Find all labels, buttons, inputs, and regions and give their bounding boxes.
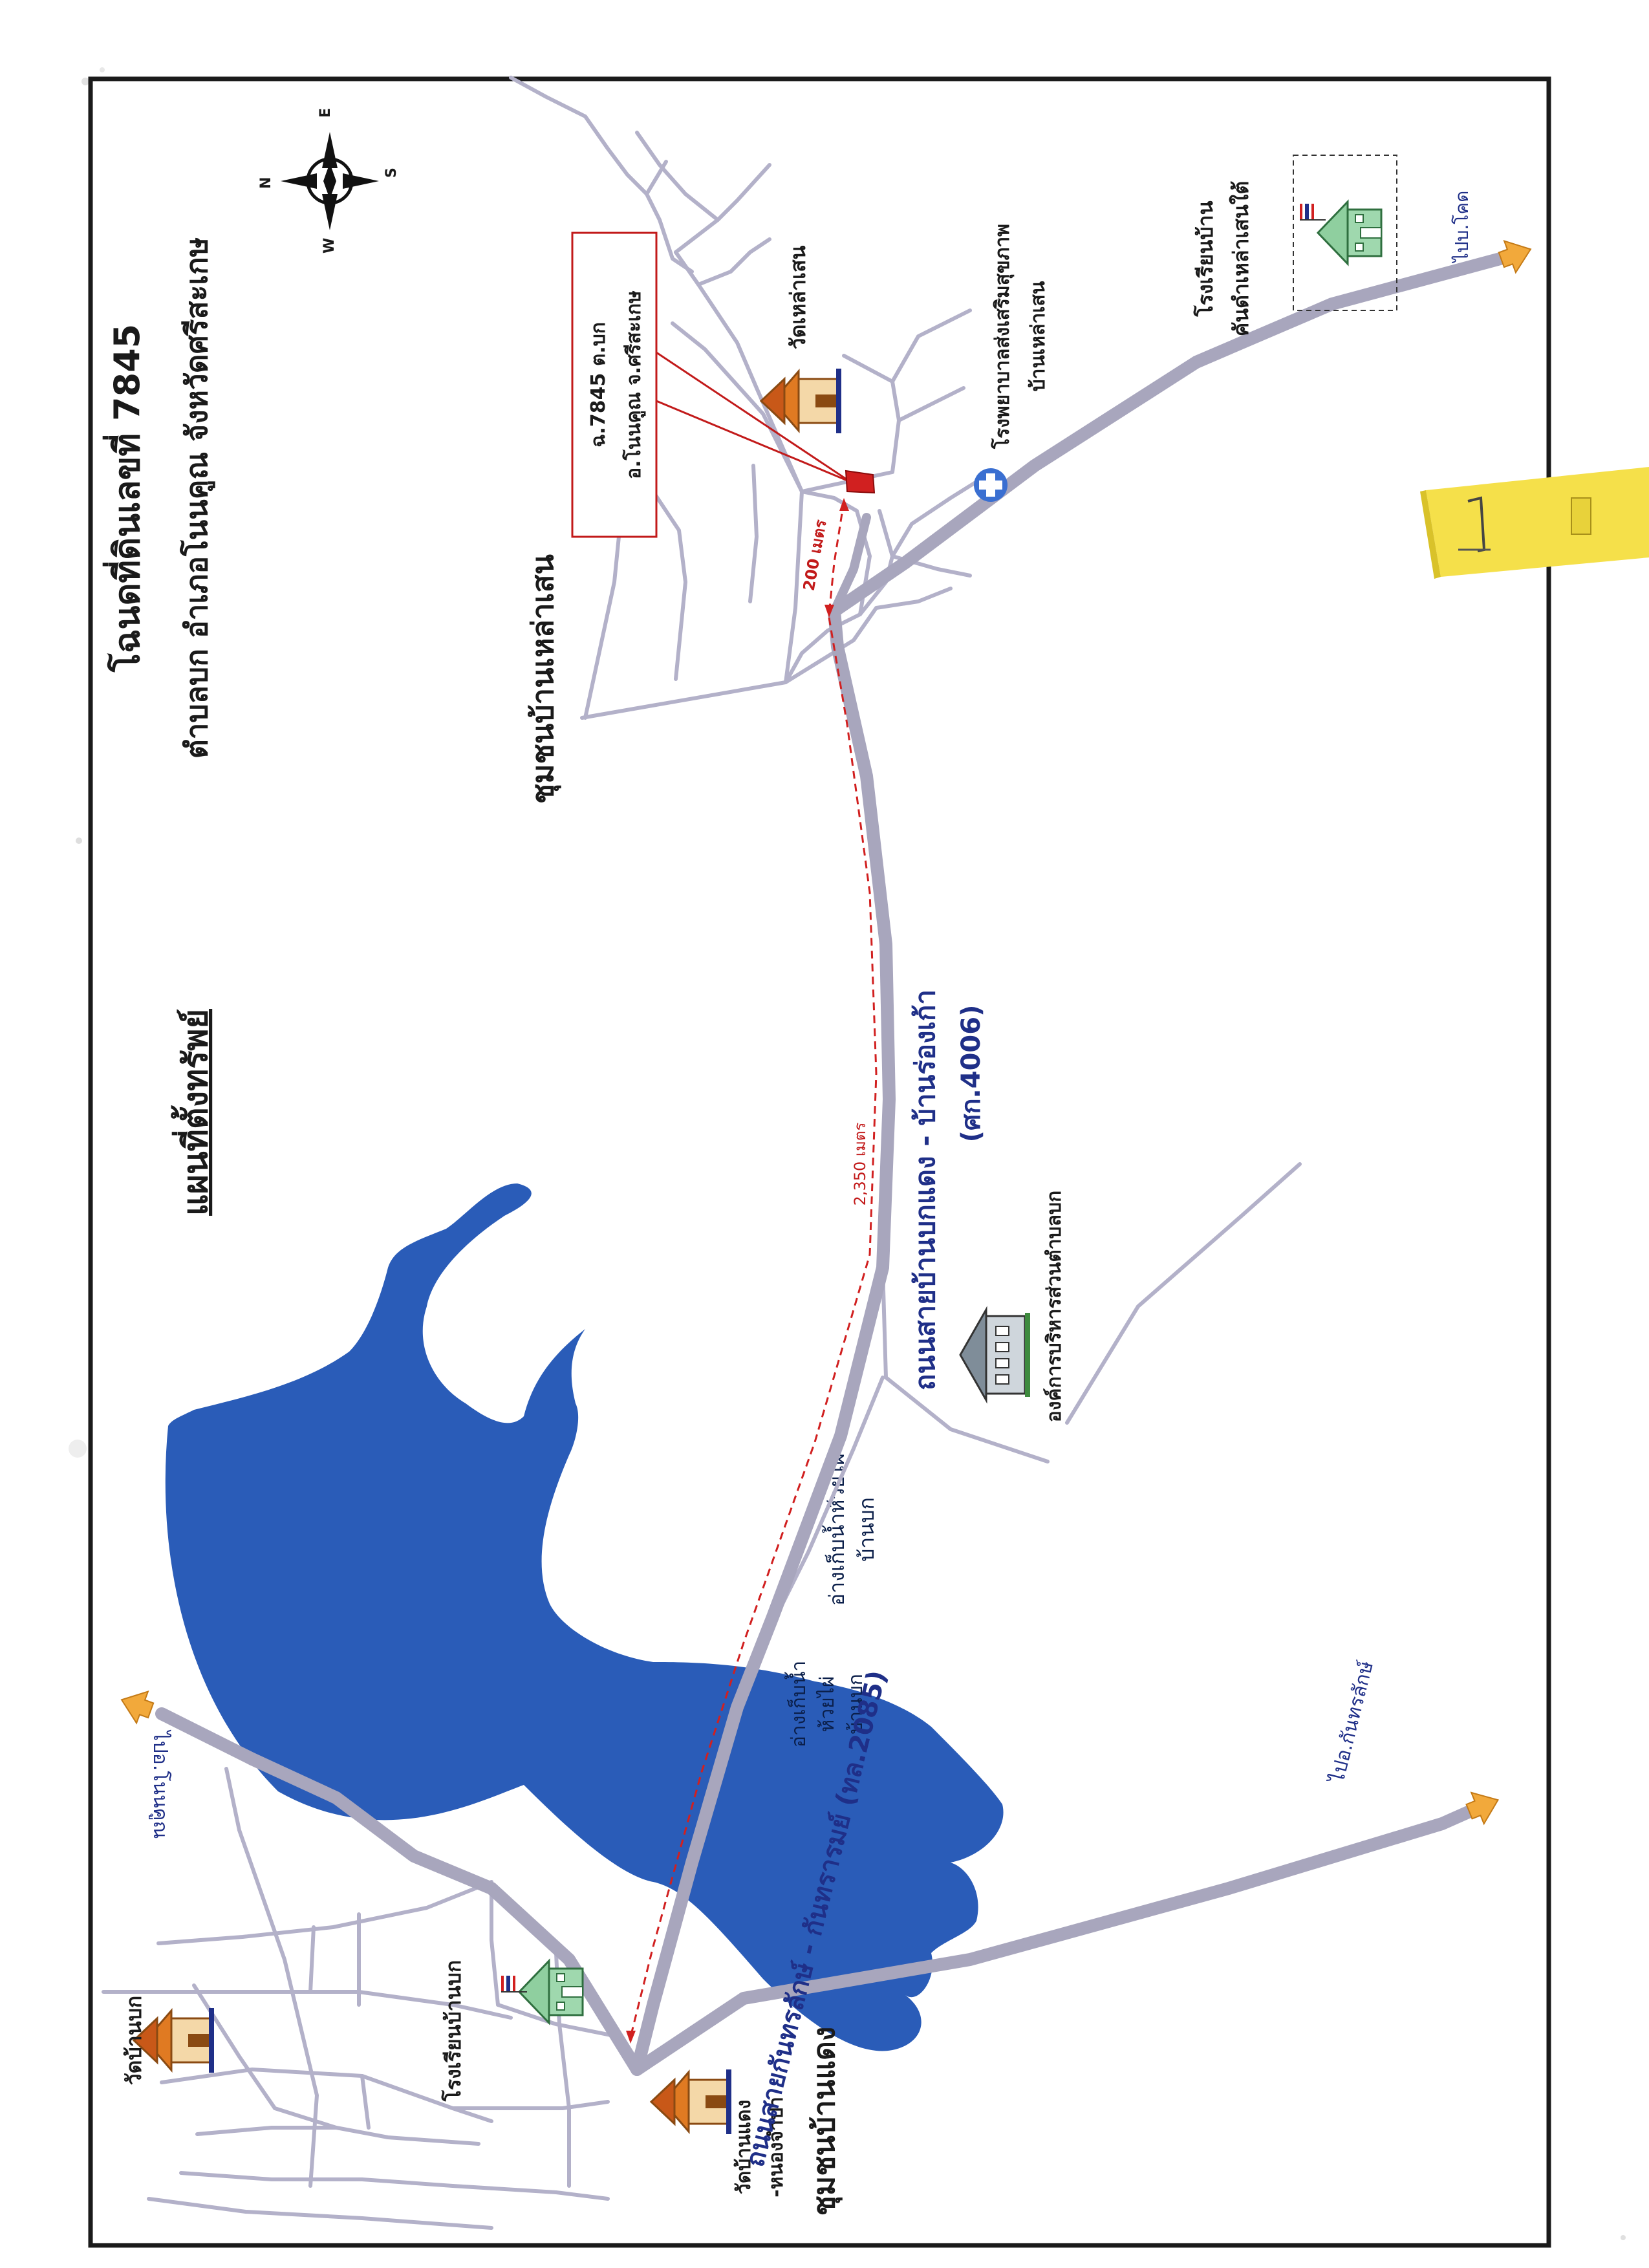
compass-rose-icon xyxy=(281,132,379,230)
road-to-laosen-village xyxy=(830,513,871,616)
arrow-to-non-khun-icon xyxy=(115,1683,158,1727)
reservoir-south-label-3: บ้านบก xyxy=(845,1674,867,1734)
sticky-note xyxy=(1420,467,1649,579)
compass-e-label: E xyxy=(318,108,334,118)
road-kanthararak-kantharalom xyxy=(630,1804,1478,2076)
to-kanthararak-label: ไปอ.กันทรลักษ์ xyxy=(1325,1659,1378,1787)
property-deed-label: ฉ.7845 ต.บก xyxy=(587,322,610,448)
arrow-to-kanthararak-icon xyxy=(1462,1784,1505,1828)
road-to-khot xyxy=(828,252,1507,618)
school-laosen-building-icon xyxy=(1317,200,1383,265)
community-ban-daeng-label: ชุมชนบ้านแดง xyxy=(806,2027,843,2216)
scan-artifacts xyxy=(69,67,1626,2240)
hospital-label: โรงพยาบาลส่งเสริมสุขภาพ xyxy=(990,224,1015,449)
compass-n-label: N xyxy=(258,177,274,189)
community-laosen-label: ชุมชนบ้านเหล่าเสน xyxy=(525,554,561,804)
title-location: ตำบลบก อำเภอโนนคูณ จังหวัดศรีสะเกษ xyxy=(179,237,215,759)
road-main-number: (ศก.4006) xyxy=(956,1005,986,1143)
wat-ban-daeng-temple-icon xyxy=(651,2069,729,2134)
title-deed-number: โฉนดที่ดินเลขที่ 7845 xyxy=(102,324,147,673)
map-heading: แผนที่ตั้งทรัพย์ xyxy=(171,1009,215,1216)
property-district-label: อ.โนนคูณ จ.ศรีสะเกษ xyxy=(621,290,646,479)
school-laosen-label-2: คันดำเหล่าเสนใต้ xyxy=(1229,181,1253,336)
hospital-label-2: บ้านเหล่าเสน xyxy=(1027,281,1050,391)
tambon-office-label: องค์การบริหารส่วนตำบลบก xyxy=(1043,1191,1066,1422)
paper-clip-icon xyxy=(1458,496,1491,552)
wat-ban-daeng-label-2: -หนองจำปา xyxy=(765,2097,788,2198)
wat-ban-daeng-label: วัดบ้านแดง xyxy=(733,2100,755,2194)
wat-ban-bok-label: วัดบ้านบก xyxy=(122,1996,146,2086)
compass-w-label: W xyxy=(321,238,338,254)
distance-200m-label: 200 เมตร xyxy=(800,518,830,592)
reservoir-south-label-2: ห้วยไผ่ xyxy=(815,1676,839,1733)
road-main-label: ถนนสายบ้านบกแดง - บ้านร่องเก้า xyxy=(909,989,941,1390)
property-label-box xyxy=(571,232,658,538)
distance-lines xyxy=(626,498,878,2044)
map-frame xyxy=(88,76,1551,2248)
tambon-office-icon xyxy=(959,1306,1030,1404)
road-ban-bok-daeng-ban-rong-kao xyxy=(630,605,896,2076)
property-parcel-marker xyxy=(845,470,876,494)
to-non-khun-label: ไปอ.โนนคูณ xyxy=(149,1730,172,1839)
wat-laosen-label: วัดเหล่าเสน xyxy=(786,246,810,350)
school-ban-bok-label: โรงเรียนบ้านบก xyxy=(441,1960,466,2102)
reservoir-north-label-2: บ้านบก xyxy=(854,1497,879,1562)
school-laosen-flag-icon xyxy=(1299,203,1326,221)
hospital-cross-icon xyxy=(974,468,1008,502)
reservoir-huai-phai xyxy=(165,1183,1004,2051)
school-laosen-label: โรงเรียนบ้าน xyxy=(1193,200,1218,317)
distance-2350m-label: 2,350 เมตร xyxy=(851,1122,869,1205)
to-khot-label: ไปบ.โคด xyxy=(1451,191,1472,263)
school-laosen-area xyxy=(1293,155,1397,311)
road-to-non-khun xyxy=(155,1707,643,2076)
reservoir-south-label: อ่างเก็บน้ำ xyxy=(784,1661,810,1747)
compass-s-label: S xyxy=(383,167,400,178)
arrow-to-khot-icon xyxy=(1494,232,1537,277)
